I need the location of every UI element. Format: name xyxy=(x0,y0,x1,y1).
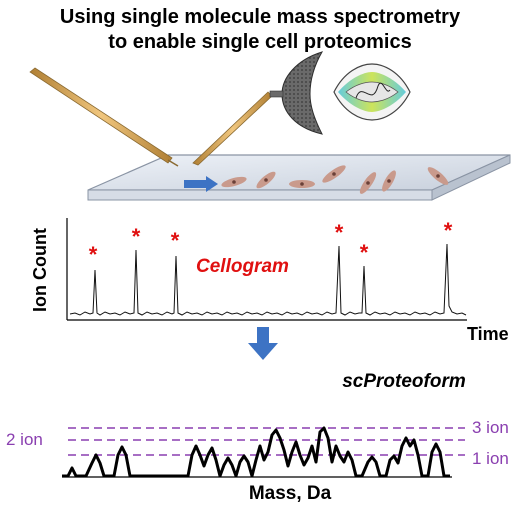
cellogram-xlabel: Time xyxy=(467,324,509,344)
scproteoform-xlabel: Mass, Da xyxy=(249,483,332,504)
level-label-3-ion: 3 ion xyxy=(472,418,509,437)
down-arrow-icon xyxy=(248,327,278,360)
peak-marker: * xyxy=(89,242,98,267)
cellogram-trace xyxy=(69,243,467,316)
peak-marker: * xyxy=(444,218,453,243)
cellogram-axes xyxy=(66,218,467,321)
peak-marker: * xyxy=(360,240,369,265)
glass-slide-icon xyxy=(87,154,511,201)
cellogram-ylabel: Ion Count xyxy=(30,228,50,312)
emitter-cone-icon xyxy=(269,51,324,135)
flow-arrow-icon xyxy=(184,176,218,192)
title-line-2: to enable single cell proteomics xyxy=(108,31,412,53)
proteoform-trace xyxy=(62,426,450,478)
peak-markers: * * * * * * xyxy=(89,218,453,267)
level-label-2-ion: 2 ion xyxy=(6,430,43,449)
peak-marker: * xyxy=(132,224,141,249)
orbitrap-analyzer-icon xyxy=(333,63,411,121)
peak-marker: * xyxy=(335,220,344,245)
scproteoform-label: scProteoform xyxy=(342,371,466,392)
cellogram-label: Cellogram xyxy=(196,256,289,277)
cell-icons xyxy=(221,165,449,194)
peak-marker: * xyxy=(171,228,180,253)
level-label-1-ion: 1 ion xyxy=(472,449,509,468)
capillary-icon-right xyxy=(192,91,273,166)
title-line-1: Using single molecule mass spectrometry xyxy=(59,6,461,28)
capillary-icon-left xyxy=(29,67,179,167)
